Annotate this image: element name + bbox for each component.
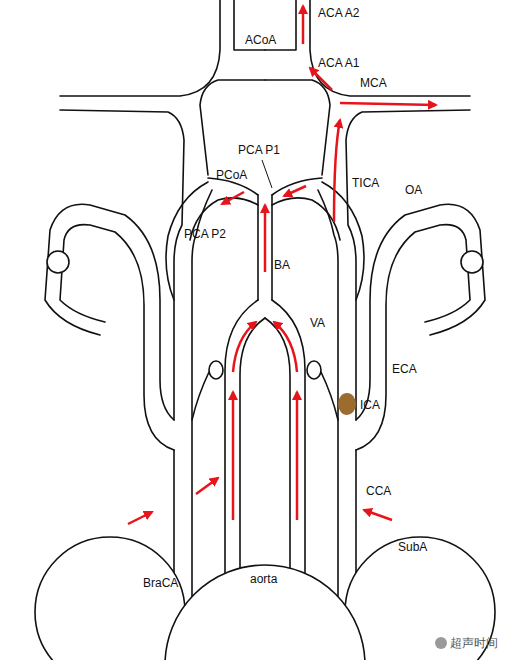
vessel-label: TICA bbox=[352, 176, 379, 190]
vessel-label: BA bbox=[274, 258, 290, 272]
willis-wall bbox=[265, 80, 330, 175]
va-wall bbox=[265, 318, 290, 600]
pca-wall bbox=[272, 178, 322, 195]
watermark-icon bbox=[435, 637, 447, 649]
branch-wall bbox=[321, 372, 338, 420]
flow-arrow bbox=[310, 68, 332, 90]
flow-arrow bbox=[302, 6, 305, 44]
oa-loop bbox=[461, 251, 483, 273]
ica-wall bbox=[318, 190, 338, 600]
flow-arrow bbox=[196, 478, 218, 494]
pca-wall bbox=[272, 198, 340, 240]
vessel-label: ACoA bbox=[245, 33, 276, 47]
vessel-label: ECA bbox=[392, 362, 417, 376]
vessel-label: BraCA bbox=[143, 576, 178, 590]
flow-arrow bbox=[284, 186, 306, 196]
vessel-label: SubA bbox=[398, 540, 427, 554]
flow-arrow bbox=[232, 392, 235, 520]
vessel-label: ICA bbox=[360, 398, 380, 412]
aortic-arch bbox=[165, 565, 365, 660]
flow-arrow bbox=[296, 392, 299, 520]
flow-arrow bbox=[264, 205, 267, 272]
ba-wall bbox=[271, 195, 273, 300]
flow-arrow bbox=[233, 322, 256, 372]
va-wall bbox=[272, 300, 305, 600]
vessel-outline bbox=[265, 0, 485, 600]
pca-wall bbox=[322, 182, 364, 300]
great-vessels bbox=[35, 537, 495, 660]
vessel-label: ACA A2 bbox=[318, 6, 359, 20]
ica-stenosis-dot bbox=[338, 393, 356, 415]
vessel-label: CCA bbox=[366, 484, 391, 498]
vessel-label: VA bbox=[310, 316, 325, 330]
leader-line bbox=[262, 160, 272, 188]
vessel-label: PCoA bbox=[216, 168, 247, 182]
watermark: 超声时间 bbox=[450, 636, 498, 650]
va-loop bbox=[307, 361, 321, 379]
vessel-label: ACA A1 bbox=[318, 56, 359, 70]
brachiocephalic-arch bbox=[35, 537, 185, 660]
vessel-label: MCA bbox=[360, 76, 387, 90]
flow-arrows bbox=[128, 6, 436, 524]
eca-wall bbox=[356, 225, 470, 450]
vessel-outline-mirror bbox=[45, 0, 265, 600]
vessel-label: PCA P2 bbox=[184, 227, 226, 241]
vessel-label: OA bbox=[405, 183, 422, 197]
flow-arrow bbox=[334, 120, 340, 222]
flow-arrow bbox=[128, 512, 152, 524]
flow-arrow bbox=[364, 510, 392, 520]
vessel-label: aorta bbox=[250, 572, 277, 586]
flow-arrow bbox=[274, 322, 297, 372]
vessel-label: PCA P1 bbox=[238, 143, 280, 157]
flow-arrow bbox=[340, 103, 436, 105]
flow-arrow bbox=[222, 192, 244, 204]
mca-wall bbox=[310, 0, 470, 96]
